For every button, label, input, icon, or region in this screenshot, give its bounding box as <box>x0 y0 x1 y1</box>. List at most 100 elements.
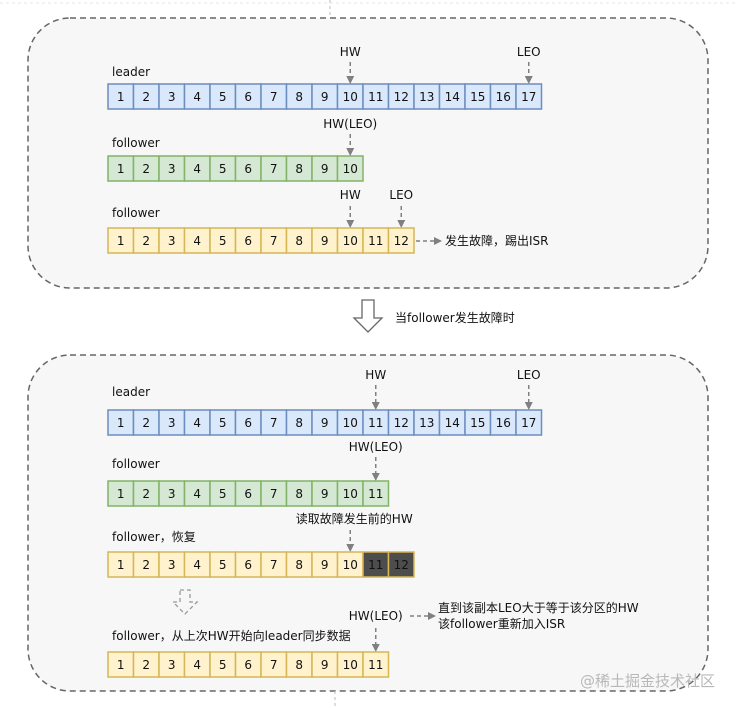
log-cell <box>362 480 390 507</box>
follower-label: follower <box>112 457 160 471</box>
log-cell <box>311 227 339 254</box>
log-cell <box>362 551 390 578</box>
log-cell <box>158 409 186 436</box>
log-offset: 3 <box>168 234 176 248</box>
failure-note: 发生故障，踢出ISR <box>445 233 549 248</box>
follower-label: follower <box>112 206 160 220</box>
log-cell <box>285 651 313 678</box>
pre-failure-hw-label: 读取故障发生前的HW <box>296 511 413 526</box>
log-offset: 4 <box>193 162 201 176</box>
log-offset: 4 <box>193 234 201 248</box>
leo-label: LEO <box>389 188 413 202</box>
log-cell <box>336 227 364 254</box>
log-offset: 15 <box>470 416 485 430</box>
log-offset: 14 <box>445 416 460 430</box>
log-cell <box>209 551 237 578</box>
watermark: @稀土掘金技术社区 <box>580 672 715 690</box>
log-cell <box>311 155 339 182</box>
log-offset: 1 <box>117 234 125 248</box>
log-offset: 7 <box>270 234 278 248</box>
log-offset: 7 <box>270 558 278 572</box>
log-cell <box>336 480 364 507</box>
log-offset: 3 <box>168 416 176 430</box>
log-cell <box>362 227 390 254</box>
log-offset: 8 <box>295 162 303 176</box>
log-cell <box>515 409 543 436</box>
log-offset: 7 <box>270 658 278 672</box>
log-offset: 9 <box>321 487 329 501</box>
log-offset: 11 <box>368 90 383 104</box>
log-offset: 5 <box>219 658 227 672</box>
leader-label: leader <box>112 65 150 79</box>
log-cell <box>515 83 543 110</box>
log-cell <box>336 651 364 678</box>
log-offset: 5 <box>219 558 227 572</box>
hw-leo-label: HW(LEO) <box>349 609 403 623</box>
log-offset: 1 <box>117 487 125 501</box>
log-offset: 6 <box>244 487 252 501</box>
log-cell <box>464 409 492 436</box>
log-offset: 3 <box>168 658 176 672</box>
log-cell <box>234 409 262 436</box>
log-offset: 11 <box>368 416 383 430</box>
log-offset: 2 <box>142 162 150 176</box>
log-cell <box>413 409 441 436</box>
log-offset: 2 <box>142 487 150 501</box>
log-offset: 8 <box>295 558 303 572</box>
log-offset: 1 <box>117 416 125 430</box>
log-offset: 10 <box>343 162 358 176</box>
log-offset: 11 <box>368 234 383 248</box>
recovered-follower-label: follower，恢复 <box>112 530 196 544</box>
log-offset: 3 <box>168 162 176 176</box>
log-offset: 10 <box>343 90 358 104</box>
log-cell <box>234 155 262 182</box>
rejoin-note-line1: 直到该副本LEO大于等于该分区的HW <box>438 600 639 615</box>
log-cell <box>260 480 288 507</box>
log-offset: 7 <box>270 416 278 430</box>
hw-label: HW <box>340 45 361 59</box>
log-offset: 4 <box>193 416 201 430</box>
log-offset: 13 <box>419 416 434 430</box>
log-offset: 3 <box>168 558 176 572</box>
log-offset: 2 <box>142 658 150 672</box>
log-offset: 6 <box>244 558 252 572</box>
log-offset: 1 <box>117 658 125 672</box>
hw-label: HW <box>340 188 361 202</box>
syncing-follower-label: follower，从上次HW开始向leader同步数据 <box>112 628 351 643</box>
log-offset: 2 <box>142 234 150 248</box>
log-offset: 6 <box>244 658 252 672</box>
log-cell <box>285 409 313 436</box>
log-offset: 12 <box>394 234 409 248</box>
log-cell <box>107 480 135 507</box>
dashed-down-arrow-icon <box>171 589 199 615</box>
log-offset: 12 <box>394 90 409 104</box>
log-offset: 1 <box>117 162 125 176</box>
log-offset: 8 <box>295 90 303 104</box>
down-arrow-icon <box>352 299 384 333</box>
recovery-panel <box>27 354 709 692</box>
log-offset: 11 <box>368 658 383 672</box>
log-offset: 4 <box>193 90 201 104</box>
log-offset: 16 <box>496 416 511 430</box>
log-offset: 10 <box>343 558 358 572</box>
log-offset: 4 <box>193 658 201 672</box>
log-cell <box>311 480 339 507</box>
log-offset: 12 <box>394 416 409 430</box>
log-offset: 7 <box>270 162 278 176</box>
leo-label: LEO <box>517 368 541 382</box>
hw-leo-label: HW(LEO) <box>349 440 403 454</box>
log-cell <box>158 480 186 507</box>
log-offset: 3 <box>168 487 176 501</box>
log-offset: 12 <box>394 558 409 572</box>
log-offset: 9 <box>321 90 329 104</box>
log-offset: 4 <box>193 558 201 572</box>
log-cell <box>158 551 186 578</box>
log-cell <box>260 409 288 436</box>
log-offset: 9 <box>321 558 329 572</box>
log-offset: 9 <box>321 162 329 176</box>
log-offset: 5 <box>219 416 227 430</box>
